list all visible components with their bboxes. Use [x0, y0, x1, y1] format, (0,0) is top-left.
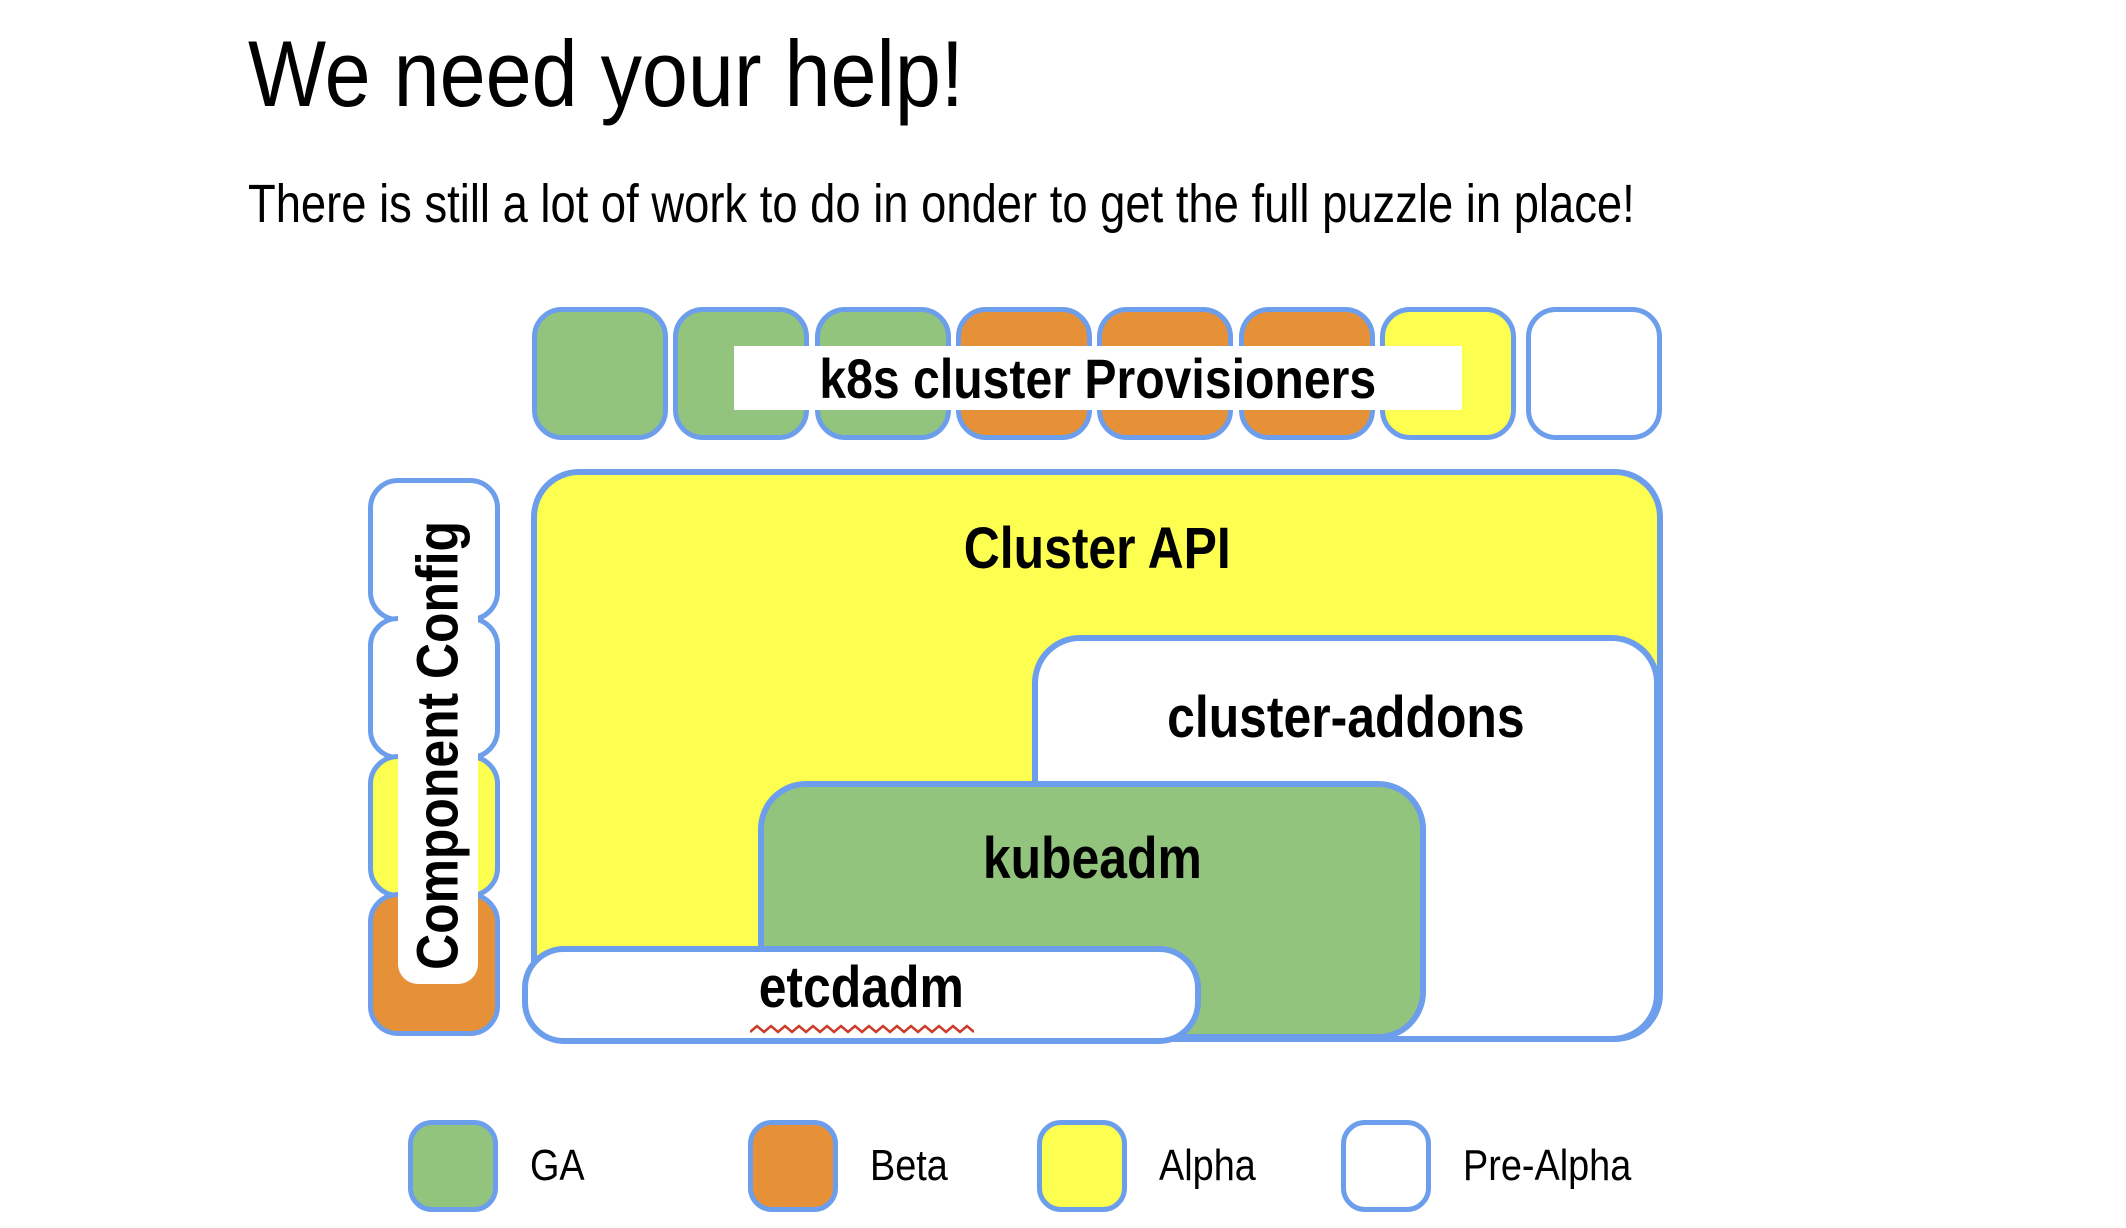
etcdadm-label: etcdadm — [758, 955, 965, 1020]
kubeadm-label: kubeadm — [982, 826, 1202, 891]
legend-swatch-beta — [748, 1120, 838, 1212]
legend-item-pre_alpha: Pre-Alpha — [1341, 1120, 1659, 1212]
component-config-label: Component Config — [405, 520, 471, 970]
provisioner-square-ga — [532, 307, 668, 440]
component-config-label-bar: Component Config — [398, 506, 478, 984]
legend-label: GA — [530, 1141, 585, 1190]
legend-item-alpha: Alpha — [1037, 1120, 1272, 1212]
cluster-addons-label: cluster-addons — [1167, 685, 1525, 750]
provisioner-square-pre_alpha — [1526, 307, 1662, 440]
page-title: We need your help! — [248, 21, 964, 126]
legend-label: Beta — [870, 1141, 948, 1190]
legend-label: Alpha — [1159, 1141, 1256, 1190]
provisioners-label: k8s cluster Provisioners — [819, 346, 1377, 410]
legend-swatch-alpha — [1037, 1120, 1127, 1212]
legend-item-beta: Beta — [748, 1120, 961, 1212]
cluster-api-label: Cluster API — [963, 516, 1231, 581]
legend-swatch-pre_alpha — [1341, 1120, 1431, 1212]
legend-item-ga: GA — [408, 1120, 594, 1212]
page-subtitle: There is still a lot of work to do in on… — [248, 174, 1635, 234]
etcdadm-box: etcdadm — [522, 946, 1201, 1044]
provisioners-label-bar: k8s cluster Provisioners — [734, 346, 1462, 410]
legend-label: Pre-Alpha — [1463, 1141, 1632, 1190]
spellcheck-squiggle-icon — [749, 1024, 974, 1034]
legend-swatch-ga — [408, 1120, 498, 1212]
